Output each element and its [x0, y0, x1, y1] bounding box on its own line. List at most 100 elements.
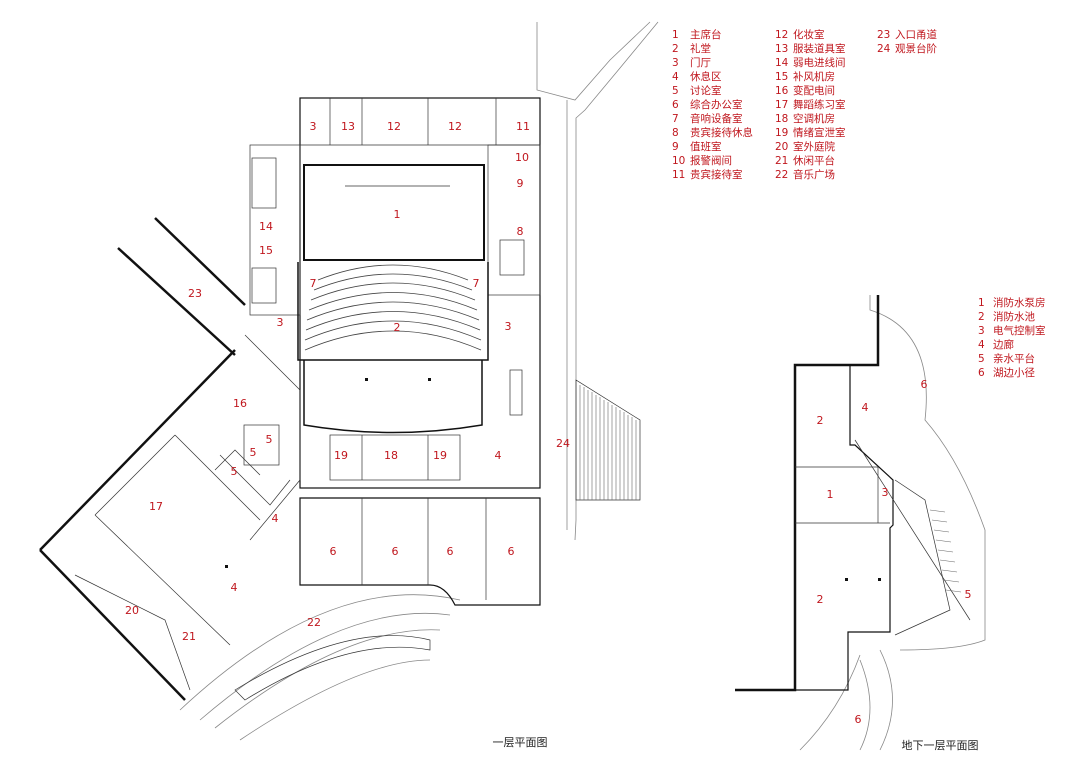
legend-number: 12	[775, 29, 788, 41]
legend-number: 22	[775, 169, 788, 181]
legend-name: 舞蹈练习室	[793, 98, 846, 111]
basement-room-labels: 1 2 2 3 4 5 6 6	[817, 378, 972, 726]
legend-number: 2	[672, 43, 679, 55]
legend-number: 1	[978, 297, 985, 309]
legend-number: 11	[672, 169, 685, 181]
room-label: 12	[387, 120, 401, 133]
legend-number: 19	[775, 127, 788, 139]
legend-number: 23	[877, 29, 890, 41]
legend-name: 贵宾接待室	[690, 168, 743, 181]
room-label: 5	[965, 588, 972, 601]
basement-legend: 1 消防水泵房 2 消防水池 3 电气控制室 4 边廊 5 亲水平台 6 湖边小径	[978, 296, 1046, 379]
legend-name: 值班室	[690, 140, 722, 153]
room-label: 19	[334, 449, 348, 462]
room-label: 5	[266, 433, 273, 446]
legend-name: 主席台	[690, 28, 722, 41]
room-label: 17	[149, 500, 163, 513]
room-label: 4	[231, 581, 238, 594]
legend-name: 湖边小径	[993, 366, 1035, 379]
room-label: 19	[433, 449, 447, 462]
legend-number: 20	[775, 141, 788, 153]
legend-number: 21	[775, 155, 788, 167]
legend-name: 报警阀间	[690, 154, 732, 167]
room-label: 11	[516, 120, 530, 133]
legend-name: 室外庭院	[793, 140, 835, 153]
legend-number: 15	[775, 71, 788, 83]
legend-name: 讨论室	[690, 84, 722, 97]
legend-number: 9	[672, 141, 679, 153]
room-label: 6	[447, 545, 454, 558]
ground-floor-plan	[39, 97, 541, 701]
legend-number: 6	[978, 367, 985, 379]
room-label: 7	[310, 277, 317, 290]
legend-number: 18	[775, 113, 788, 125]
legend-number: 1	[672, 29, 679, 41]
room-label: 3	[277, 316, 284, 329]
basement-plan	[735, 295, 986, 751]
legend-name: 礼堂	[690, 42, 711, 55]
legend-name: 服装道具室	[793, 42, 846, 55]
room-label: 13	[341, 120, 355, 133]
room-label: 15	[259, 244, 273, 257]
legend-name: 休闲平台	[793, 154, 835, 167]
legend-number: 17	[775, 99, 788, 111]
legend-number: 7	[672, 113, 679, 125]
legend-number: 24	[877, 43, 891, 55]
legend-number: 4	[672, 71, 679, 83]
room-label: 7	[473, 277, 480, 290]
room-label: 16	[233, 397, 247, 410]
room-label: 1	[827, 488, 834, 501]
ground-floor-room-labels: 1 2 3 3 3 4 4 4 5 5 5 6 6 6 6 7 7 8 9 10…	[125, 120, 570, 643]
room-label: 12	[448, 120, 462, 133]
room-label: 6	[855, 713, 862, 726]
legend-name: 亲水平台	[993, 352, 1035, 365]
room-label: 6	[921, 378, 928, 391]
legend-name: 消防水泵房	[993, 296, 1046, 309]
room-label: 2	[817, 414, 824, 427]
room-label: 14	[259, 220, 273, 233]
room-label: 20	[125, 604, 139, 617]
legend-name: 消防水池	[993, 310, 1035, 323]
legend-number: 8	[672, 127, 679, 139]
legend-number: 3	[978, 325, 985, 337]
basement-caption: 地下一层平面图	[902, 739, 979, 752]
legend-number: 13	[775, 43, 788, 55]
room-label: 4	[495, 449, 502, 462]
legend-number: 3	[672, 57, 679, 69]
legend-name: 观景台阶	[895, 42, 937, 55]
room-label: 6	[392, 545, 399, 558]
legend-name: 情绪宣泄室	[793, 126, 846, 139]
ground-floor-caption: 一层平面图	[493, 736, 548, 749]
legend-number: 5	[978, 353, 985, 365]
legend-name: 休息区	[690, 70, 722, 83]
legend-number: 2	[978, 311, 985, 323]
room-label: 8	[517, 225, 524, 238]
legend-name: 空调机房	[793, 112, 835, 125]
legend-name: 入口甬道	[895, 28, 937, 41]
legend-name: 补风机房	[793, 70, 835, 83]
legend-name: 变配电间	[793, 84, 835, 97]
legend-name: 音乐广场	[793, 168, 835, 181]
legend-name: 边廊	[993, 338, 1014, 351]
legend-number: 4	[978, 339, 985, 351]
room-label: 21	[182, 630, 196, 643]
room-label: 5	[250, 446, 257, 459]
room-label: 5	[231, 465, 238, 478]
room-label: 1	[394, 208, 401, 221]
room-label: 6	[330, 545, 337, 558]
room-label: 3	[882, 486, 889, 499]
room-label: 2	[817, 593, 824, 606]
room-label: 22	[307, 616, 321, 629]
site-context-lines	[117, 21, 659, 741]
legend-number: 14	[775, 57, 789, 69]
room-label: 6	[508, 545, 515, 558]
room-label: 23	[188, 287, 202, 300]
legend-number: 6	[672, 99, 679, 111]
legend-name: 门厅	[690, 56, 711, 69]
legend-name: 弱电进线间	[793, 56, 846, 69]
legend-name: 电气控制室	[993, 324, 1046, 337]
room-label: 18	[384, 449, 398, 462]
room-label: 3	[505, 320, 512, 333]
